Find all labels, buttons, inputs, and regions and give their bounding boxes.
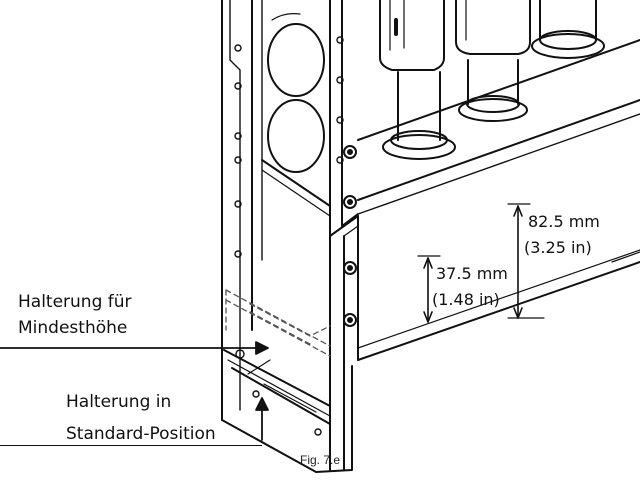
callout-standard-line1: Halterung in — [66, 392, 172, 412]
callout-leaders — [0, 341, 269, 441]
callout-min-height-line1: Halterung für — [18, 292, 132, 312]
dimension-min-imperial: (1.48 in) — [432, 290, 500, 309]
callout-standard-line2: Standard-Position — [66, 424, 216, 444]
dimension-total-imperial: (3.25 in) — [524, 238, 592, 257]
chassis-body — [221, 0, 640, 473]
callout-standard-underline — [0, 445, 262, 446]
dimension-total-metric: 82.5 mm — [528, 212, 600, 231]
figure-caption: Fig. 7.e — [299, 453, 341, 467]
callout-min-height-line2: Mindesthöhe — [18, 318, 128, 338]
dimension-min-metric: 37.5 mm — [436, 264, 508, 283]
cable-tubes — [379, 0, 605, 160]
dimension-lines — [417, 203, 545, 323]
